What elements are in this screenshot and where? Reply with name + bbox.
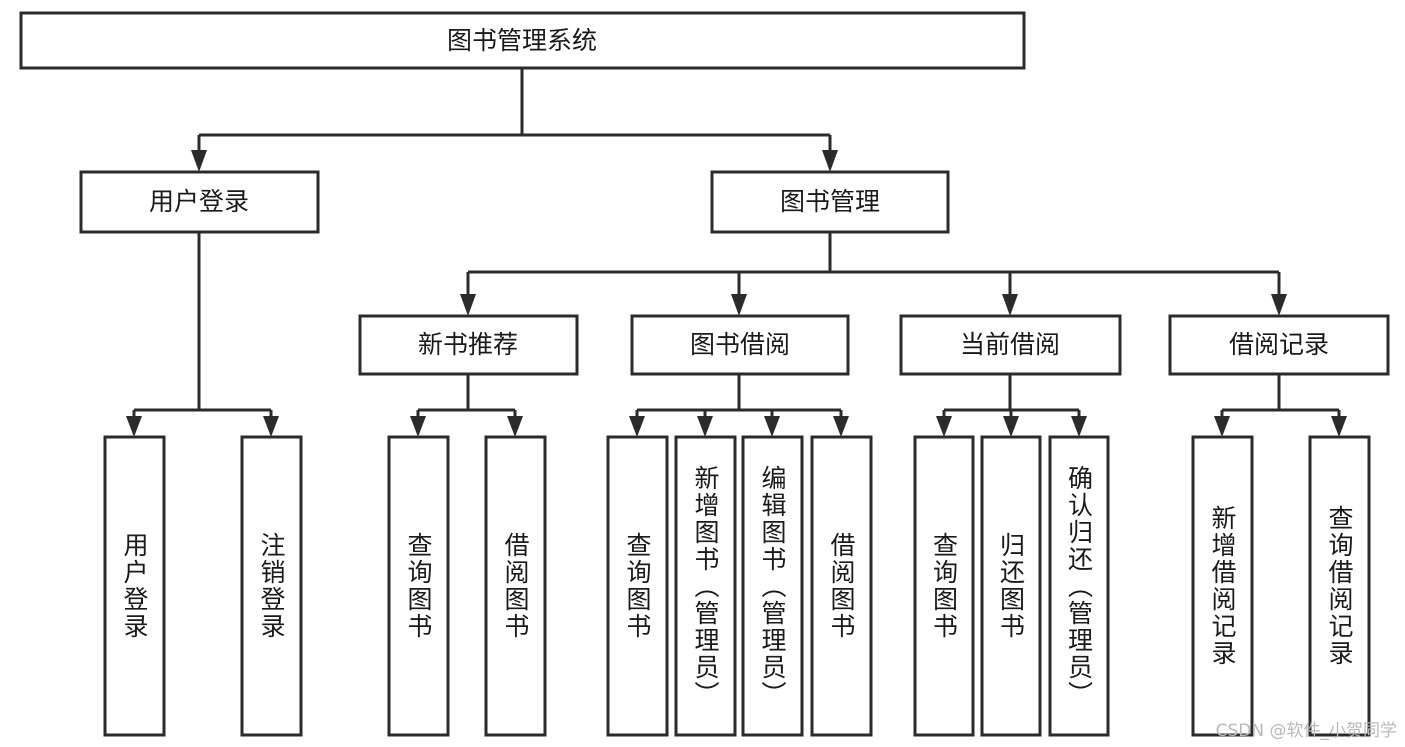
leaf-current-0[interactable] xyxy=(913,435,975,737)
leaf-record-1[interactable] xyxy=(1308,435,1371,737)
leaf-borrow-3[interactable] xyxy=(810,435,873,737)
label-book-borrow: 图书借阅 xyxy=(690,330,790,359)
leaf-user-login-0[interactable] xyxy=(103,435,166,737)
arrow-to-book-mgmt xyxy=(822,150,838,172)
node-book-management[interactable] xyxy=(710,170,950,234)
leaf-borrow-2[interactable] xyxy=(741,435,804,737)
watermark-text: CSDN @软件_小贺同学 xyxy=(1215,721,1397,741)
node-user-login[interactable] xyxy=(79,170,320,234)
leaf-borrow-0[interactable] xyxy=(606,435,669,737)
arrow-to-user-login xyxy=(191,150,207,172)
connectors xyxy=(126,68,1347,437)
label-borrow-record: 借阅记录 xyxy=(1229,330,1329,359)
leaf-current-1[interactable] xyxy=(980,435,1042,737)
leaf-borrow-1[interactable] xyxy=(674,435,737,737)
label-root: 图书管理系统 xyxy=(447,26,597,55)
label-user-login: 用户登录 xyxy=(149,187,249,216)
label-book-management: 图书管理 xyxy=(780,187,880,216)
label-new-book-recommend: 新书推荐 xyxy=(418,330,518,359)
node-current-borrow[interactable] xyxy=(899,314,1122,376)
node-borrow-record[interactable] xyxy=(1168,314,1390,376)
node-root[interactable] xyxy=(19,11,1026,70)
node-book-borrow[interactable] xyxy=(630,314,850,376)
leaf-record-0[interactable] xyxy=(1191,435,1254,737)
leaf-new-book-0[interactable] xyxy=(387,435,450,737)
leaf-current-2[interactable] xyxy=(1048,435,1110,737)
leaf-user-login-1[interactable] xyxy=(240,435,303,737)
node-boxes xyxy=(19,11,1390,737)
node-labels: 图书管理系统 用户登录 图书管理 新书推荐 图书借阅 当前借阅 借阅记录 xyxy=(149,26,1329,359)
leaf-new-book-1[interactable] xyxy=(484,435,547,737)
node-new-book-recommend[interactable] xyxy=(358,314,579,376)
label-current-borrow: 当前借阅 xyxy=(960,330,1060,359)
